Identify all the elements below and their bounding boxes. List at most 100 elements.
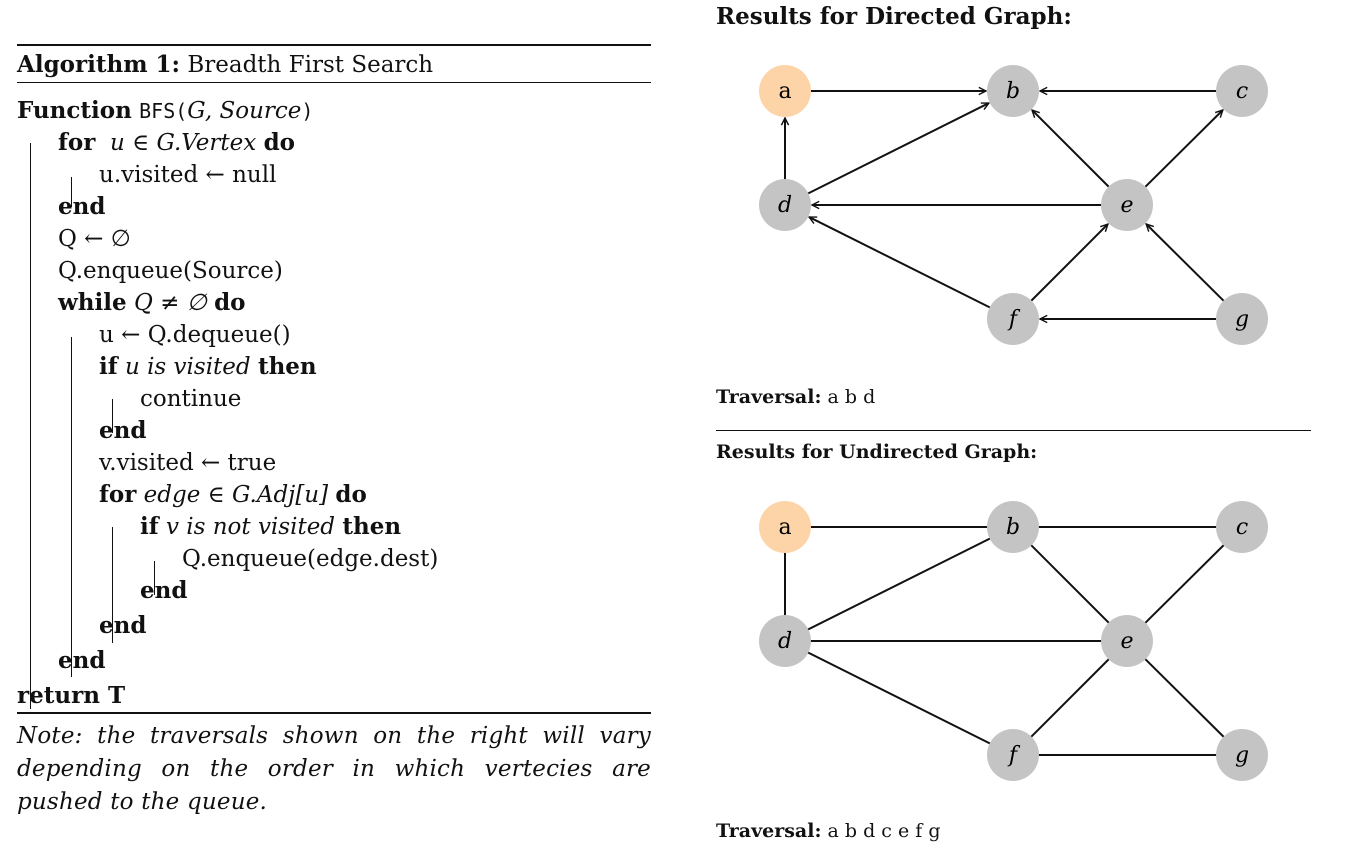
line-end2: end [99,417,147,444]
directed-node-c: c [1216,65,1268,117]
algorithm-body: Function BFS(G, Source) for u ∈ G.Vertex… [17,83,651,714]
directed-node-circle-g [1216,293,1268,345]
directed-node-a: a [759,65,811,117]
fn-name: BFS( [139,99,188,123]
directed-node-b: b [987,65,1039,117]
undirected-node-circle-g [1216,729,1268,781]
line-continue: continue [140,386,242,412]
line-visited-null: u.visited ← null [99,162,277,188]
directed-edge-e-b [1032,110,1110,188]
line-enqueue-source: Q.enqueue(Source) [58,258,283,284]
kw-then: then [257,353,317,380]
block-bar-if2 [154,561,155,595]
line-end5: end [58,647,106,674]
kw-do: do [335,481,367,508]
algorithm-title: Breadth First Search [187,52,434,78]
undirected-node-label-c: c [1236,515,1248,540]
block-bar-for1 [71,177,72,207]
directed-edge-f-e [1030,224,1108,302]
for1-expr: u ∈ G.Vertex [109,130,257,156]
undirected-node-b: b [987,501,1039,553]
undirected-traversal-label: Traversal: [716,820,822,842]
undirected-node-e: e [1101,615,1153,667]
directed-edge-d-b [807,102,989,195]
directed-graph: a b c d e f g [759,65,1268,345]
directed-node-circle-d [759,179,811,231]
line-for2: for edge ∈ G.Adj[u] do [99,479,367,511]
line-function: Function BFS(G, Source) [17,95,313,127]
line-end1: end [58,193,106,220]
undirected-node-circle-d [759,615,811,667]
line-return: return T [17,682,126,709]
while-expr: Q ≠ ∅ [133,290,207,316]
line-while: while Q ≠ ∅ do [58,287,246,319]
undirected-node-label-a: a [778,515,791,540]
undirected-edge-b-e [1012,526,1128,642]
line-end4: end [99,612,147,639]
directed-node-label-d: d [778,193,792,218]
directed-traversal-value: a b d [827,386,876,408]
line-enqueue-dest: Q.enqueue(edge.dest) [182,546,439,572]
directed-node-circle-e [1101,179,1153,231]
undirected-node-circle-f [987,729,1039,781]
directed-traversal: Traversal: a b d [716,386,875,408]
block-bar-function [30,143,31,709]
directed-traversal-label: Traversal: [716,386,822,408]
line-if1: if u is visited then [99,351,317,383]
kw-if: if [140,513,159,540]
line-dequeue: u ← Q.dequeue() [99,322,291,348]
undirected-edge-e-f [1012,640,1128,756]
directed-node-d: d [759,179,811,231]
directed-node-label-g: g [1235,307,1249,332]
if1-expr: u is visited [124,354,251,380]
algorithm-box: Algorithm 1: Breadth First Search Functi… [17,44,651,714]
results-separator [716,430,1311,431]
undirected-graph: a b c d e f g [759,501,1268,781]
directed-node-circle-f [987,293,1039,345]
kw-for: for [99,481,137,508]
directed-node-label-e: e [1120,193,1133,218]
undirected-node-circle-b [987,501,1039,553]
undirected-node-g: g [1216,729,1268,781]
undirected-results-title: Results for Undirected Graph: [716,441,1038,463]
block-bar-if1 [112,399,113,433]
directed-node-g: g [1216,293,1268,345]
undirected-node-label-b: b [1006,515,1020,540]
undirected-edge-d-f [784,640,1014,756]
fn-close: ) [301,99,314,123]
directed-node-circle-a [759,65,811,117]
kw-for: for [58,129,96,156]
line-if2: if v is not visited then [140,511,401,543]
undirected-node-label-g: g [1235,743,1249,768]
directed-node-f: f [987,293,1039,345]
line-q-init: Q ← ∅ [58,226,131,252]
directed-results-title: Results for Directed Graph: [716,3,1072,30]
algorithm-bottom-rule [17,712,651,714]
undirected-node-circle-a [759,501,811,553]
block-bar-for2 [112,527,113,643]
directed-node-label-a: a [778,79,791,104]
undirected-node-f: f [987,729,1039,781]
directed-node-circle-b [987,65,1039,117]
fn-args: G, Source [187,98,302,124]
line-for1: for u ∈ G.Vertex do [58,127,295,159]
kw-do: do [263,129,295,156]
undirected-edge-c-e [1126,526,1243,642]
undirected-node-label-d: d [778,629,792,654]
algorithm-header: Algorithm 1: Breadth First Search [17,46,651,83]
directed-node-circle-c [1216,65,1268,117]
kw-while: while [58,289,127,316]
kw-do: do [214,289,246,316]
kw-if: if [99,353,118,380]
undirected-edge-b-d [784,526,1014,642]
directed-node-label-c: c [1236,79,1248,104]
directed-node-label-b: b [1006,79,1020,104]
undirected-node-c: c [1216,501,1268,553]
undirected-traversal-value: a b d c e f g [827,820,941,842]
kw-then: then [342,513,402,540]
directed-node-e: e [1101,179,1153,231]
undirected-node-circle-e [1101,615,1153,667]
algorithm-number: Algorithm 1: [17,51,181,78]
line-end3: end [140,577,188,604]
undirected-node-label-e: e [1120,629,1133,654]
